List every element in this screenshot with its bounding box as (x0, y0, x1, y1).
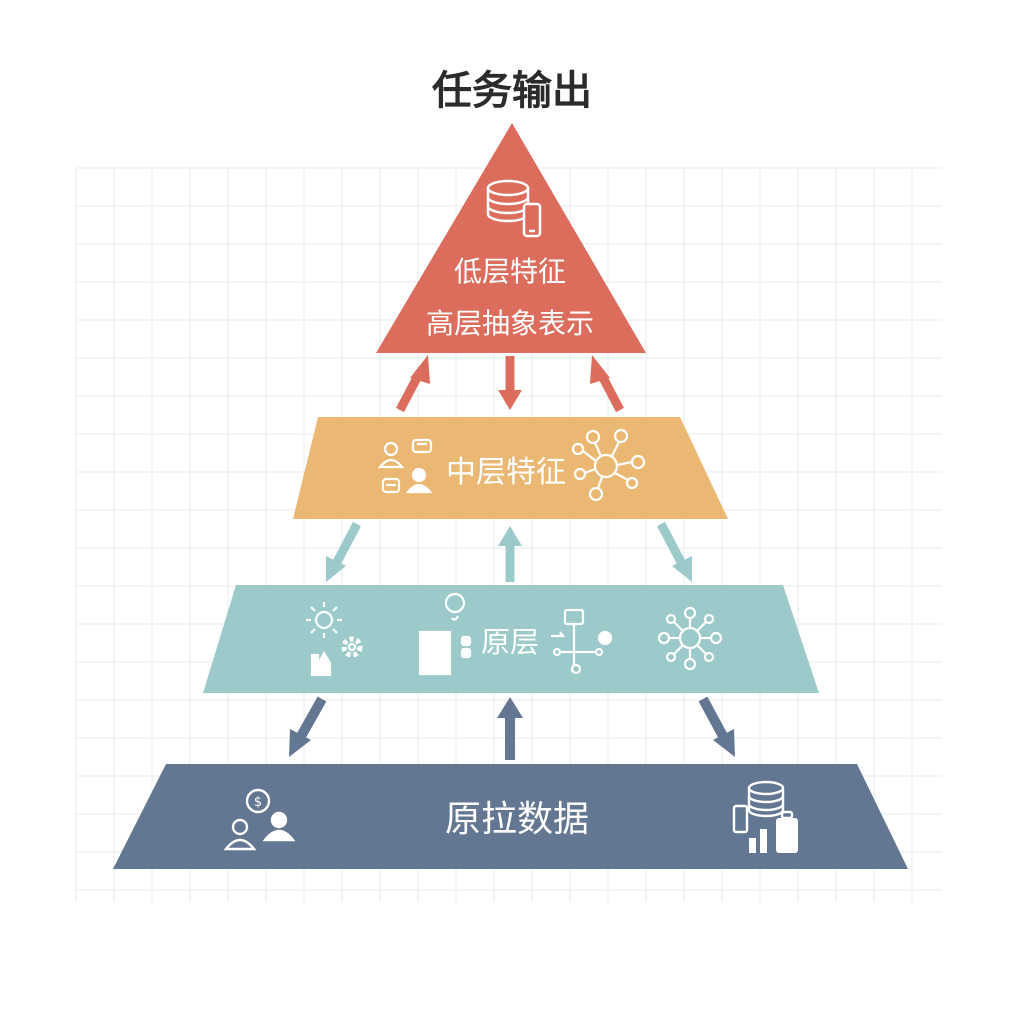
arrow-up-right-icon (590, 355, 624, 413)
arrow-up-left-icon (396, 355, 430, 413)
arrow-up-icon (497, 697, 523, 760)
network-icon (657, 606, 723, 671)
base-layer-shape (203, 585, 819, 693)
arrows-raw-to-base (289, 696, 735, 760)
database-phone-icon (486, 179, 542, 238)
top-layer-line2: 高层抽象表示 (426, 307, 594, 340)
middle-layer-label: 中层特征 (446, 455, 566, 490)
arrows-base-to-middle (326, 521, 692, 582)
base-layer-label: 原层 (481, 625, 539, 659)
flowchart-icon (551, 608, 613, 675)
arrow-down-right-icon (657, 521, 692, 582)
raw-layer-shape (113, 764, 908, 869)
database-chart-icon (732, 780, 798, 853)
people-chip-icon (377, 438, 433, 494)
sun-gear-chart-icon (306, 602, 363, 677)
svg-text:$: $ (254, 795, 262, 810)
arrows-middle-to-top (396, 355, 624, 413)
raw-layer-label: 原拉数据 (445, 799, 589, 840)
top-layer-shape (376, 123, 646, 353)
top-layer-line1: 低层特征 (454, 255, 566, 288)
arrow-down-right-icon (698, 696, 735, 757)
users-money-icon: $ (223, 788, 296, 851)
document-pin-icon (418, 592, 472, 676)
diagram-title: 任务输出 (432, 68, 592, 114)
arrow-down-left-icon (289, 696, 327, 757)
arrow-down-left-icon (326, 521, 361, 582)
arrow-down-icon (498, 356, 522, 410)
network-icon (571, 428, 646, 502)
arrow-up-icon (498, 526, 522, 582)
